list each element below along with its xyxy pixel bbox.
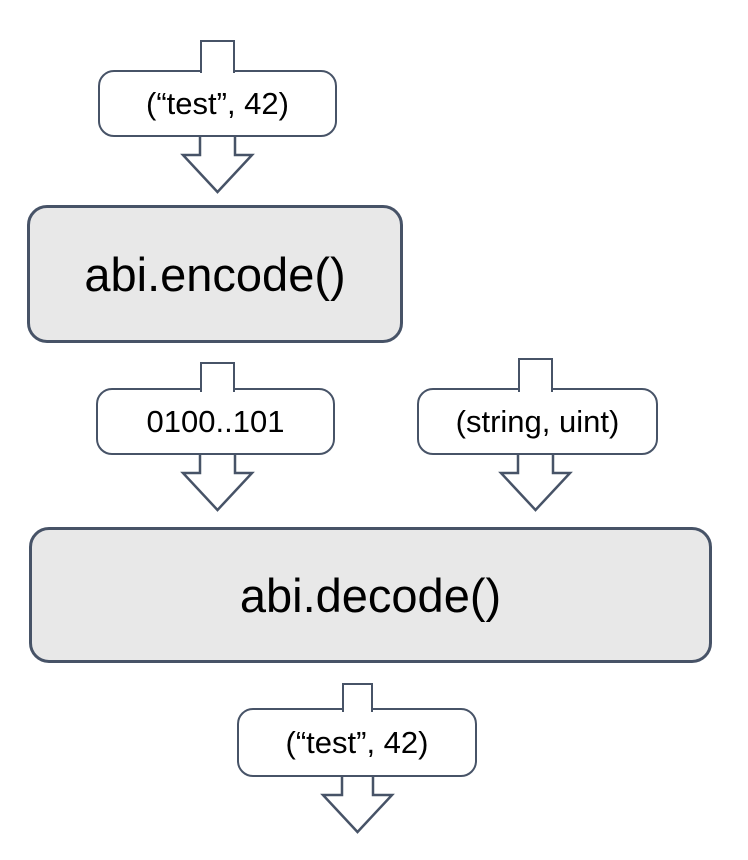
- encode-function-box: abi.encode(): [27, 205, 403, 343]
- down-arrow-icon: [180, 455, 255, 512]
- type-tuple-label: (string, uint): [417, 388, 658, 455]
- arrow-stem-types: [518, 358, 553, 392]
- arrow-stem-input: [200, 40, 235, 73]
- output-tuple-label: (“test”, 42): [237, 708, 477, 777]
- arrow-stem-output: [342, 683, 373, 712]
- down-arrow-icon: [180, 137, 255, 194]
- arrow-stem-encoded: [200, 362, 235, 392]
- down-arrow-icon: [320, 777, 395, 834]
- decode-function-box: abi.decode(): [29, 527, 712, 663]
- input-tuple-label: (“test”, 42): [98, 70, 337, 137]
- encoded-bytes-label: 0100..101: [96, 388, 335, 455]
- down-arrow-icon: [498, 455, 573, 512]
